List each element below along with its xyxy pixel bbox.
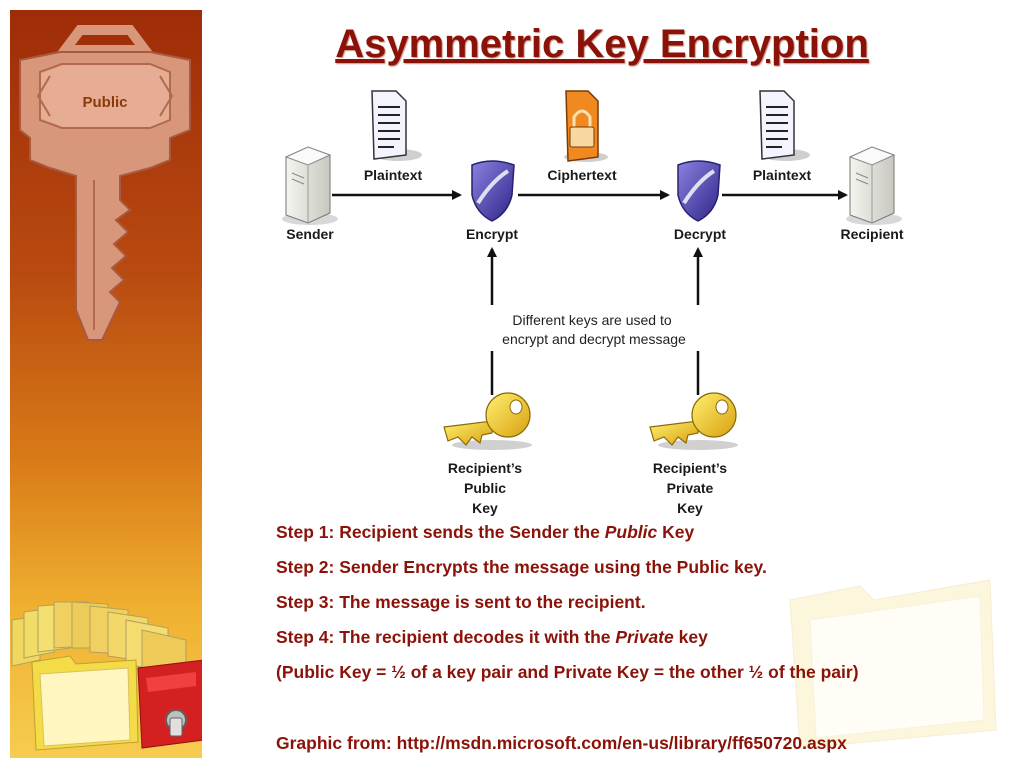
public-key-label-2: Public: [464, 480, 506, 496]
ciphertext-lock-icon: [564, 90, 608, 162]
plaintext-document-icon: [371, 90, 422, 161]
sender-server-icon: [282, 146, 338, 225]
private-key-label-2: Private: [667, 480, 714, 496]
node-encrypt: Encrypt: [466, 226, 518, 242]
graphic-source: Graphic from: http://msdn.microsoft.com/…: [276, 733, 847, 753]
public-key-icon: [443, 392, 532, 450]
step-3: Step 3: The message is sent to the recip…: [276, 592, 646, 612]
folder-watermark-icon: [789, 579, 997, 749]
encryption-diagram: Sender Recipient Encrypt Decrypt Plainte…: [282, 90, 904, 516]
node-recipient: Recipient: [840, 226, 903, 242]
note-box: [482, 305, 710, 351]
public-key-label-3: Key: [472, 500, 498, 516]
node-decrypt: Decrypt: [674, 226, 726, 242]
folder-stack-icon: [11, 601, 202, 751]
recipient-server-icon: [846, 146, 902, 225]
encrypt-shield-icon: [471, 160, 515, 222]
flow-arrows: [332, 190, 848, 395]
private-key-label-3: Key: [677, 500, 703, 516]
note-line-2: encrypt and decrypt message: [502, 331, 686, 347]
node-sender: Sender: [286, 226, 334, 242]
step-4: Step 4: The recipient decodes it with th…: [276, 627, 708, 647]
page-title: Asymmetric Key Encryption: [335, 22, 869, 66]
edge-plaintext-2: Plaintext: [753, 167, 812, 183]
edge-plaintext-1: Plaintext: [364, 167, 423, 183]
sidebar-panel: Public: [10, 10, 202, 758]
step-2: Step 2: Sender Encrypts the message usin…: [276, 557, 767, 577]
edge-ciphertext: Ciphertext: [547, 167, 617, 183]
key-label: Public: [82, 94, 128, 111]
step-1: Step 1: Recipient sends the Sender the P…: [276, 522, 695, 542]
note-line-1: Different keys are used to: [512, 312, 671, 328]
key-pair-note: (Public Key = ½ of a key pair and Privat…: [276, 662, 859, 682]
plaintext-document-icon: [759, 90, 810, 161]
private-key-label-1: Recipient’s: [653, 460, 727, 476]
public-key-label-1: Recipient’s: [448, 460, 522, 476]
decrypt-shield-icon: [677, 160, 721, 222]
private-key-icon: [649, 392, 738, 450]
key-icon: [19, 25, 191, 341]
steps-list: Step 1: Recipient sends the Sender the P…: [276, 520, 1006, 766]
